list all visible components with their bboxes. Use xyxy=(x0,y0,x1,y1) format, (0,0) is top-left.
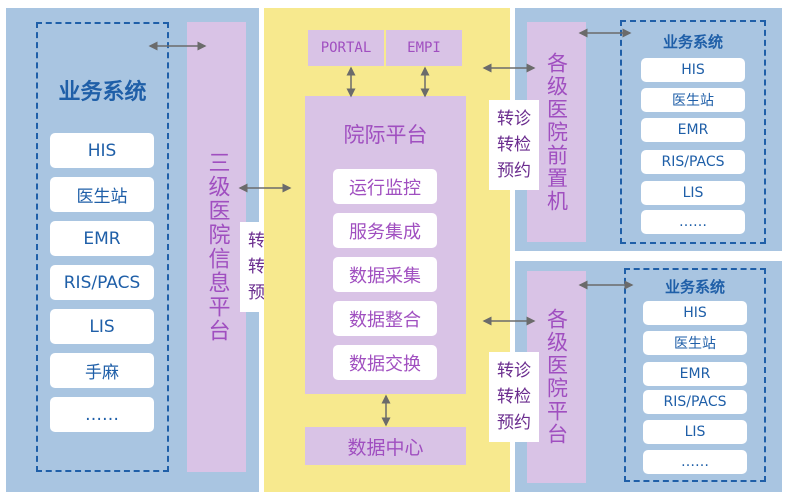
right-top-business-systems-group xyxy=(620,20,766,244)
empi-label: EMPI xyxy=(407,40,441,56)
data-center-label: 数据中心 xyxy=(347,436,424,459)
interhospital-platform-title: 院际平台 xyxy=(343,123,428,147)
left-item-more: …… xyxy=(50,397,154,432)
right-bottom-business-systems-title: 业务系统 xyxy=(664,278,725,296)
service-data-integration: 数据整合 xyxy=(333,301,437,336)
service-data-collection: 数据采集 xyxy=(333,257,437,292)
left-business-systems-group xyxy=(36,22,169,472)
right-bottom-referral-box: 转诊 转检 预约 xyxy=(489,352,539,442)
left-business-systems-title: 业务系统 xyxy=(58,80,147,105)
hospital-platform-box: 各级医院平台 xyxy=(527,271,586,483)
hospital-platform-label: 各级医院平台 xyxy=(544,308,569,446)
service-monitoring: 运行监控 xyxy=(333,169,437,204)
left-platform-label: 三级医院信息平台 xyxy=(204,151,230,343)
right-top-item-his: HIS xyxy=(641,58,745,82)
right-top-referral-1: 转诊 xyxy=(497,109,531,129)
right-bottom-item-his: HIS xyxy=(643,301,747,325)
right-bottom-business-systems-group xyxy=(624,268,766,482)
empi-box: EMPI xyxy=(386,30,462,66)
left-item-anesthesia: 手麻 xyxy=(50,353,154,388)
right-top-referral-3: 预约 xyxy=(497,161,531,181)
left-item-his: HIS xyxy=(50,133,154,168)
left-platform-box: 三级医院信息平台 xyxy=(187,22,246,472)
service-integration: 服务集成 xyxy=(333,213,437,248)
right-top-item-lis: LIS xyxy=(641,181,745,205)
data-center-box: 数据中心 xyxy=(305,427,466,465)
right-top-item-emr: EMR xyxy=(641,118,745,142)
right-bottom-item-doctor-station: 医生站 xyxy=(643,331,747,355)
right-bottom-item-emr: EMR xyxy=(643,362,747,386)
front-end-machine-label: 各级医院前置机 xyxy=(544,51,569,213)
right-bottom-referral-2: 转检 xyxy=(497,387,531,407)
portal-label: PORTAL xyxy=(320,40,372,56)
left-item-emr: EMR xyxy=(50,221,154,256)
portal-box: PORTAL xyxy=(308,30,384,66)
right-bottom-item-lis: LIS xyxy=(643,420,747,444)
left-item-doctor-station: 医生站 xyxy=(50,177,154,212)
right-bottom-item-ris-pacs: RIS/PACS xyxy=(643,390,747,414)
left-item-ris-pacs: RIS/PACS xyxy=(50,265,154,300)
right-bottom-referral-1: 转诊 xyxy=(497,361,531,381)
right-top-item-doctor-station: 医生站 xyxy=(641,88,745,112)
right-bottom-referral-3: 预约 xyxy=(497,413,531,433)
right-top-referral-box: 转诊 转检 预约 xyxy=(489,100,539,190)
right-top-item-ris-pacs: RIS/PACS xyxy=(641,150,745,174)
right-top-item-more: …… xyxy=(641,210,745,234)
right-top-referral-2: 转检 xyxy=(497,135,531,155)
right-bottom-item-more: …… xyxy=(643,450,747,474)
service-data-exchange: 数据交换 xyxy=(333,345,437,380)
right-top-business-systems-title: 业务系统 xyxy=(662,33,723,51)
left-item-lis: LIS xyxy=(50,309,154,344)
